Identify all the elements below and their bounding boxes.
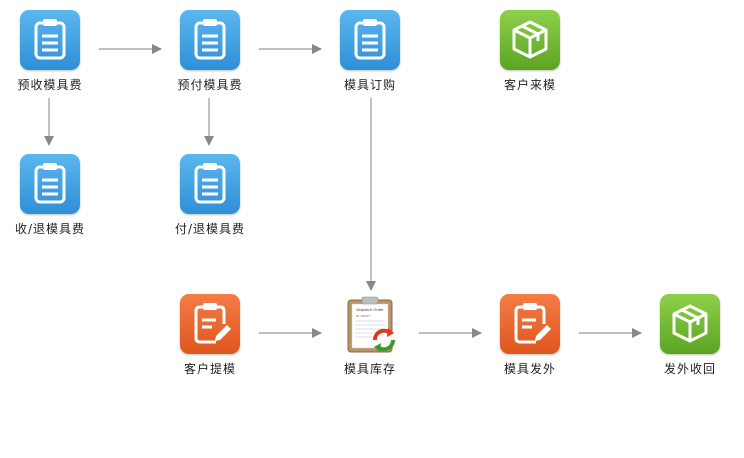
node-mold-order[interactable]: 模具订购 <box>320 10 420 100</box>
box-icon[interactable] <box>660 294 720 354</box>
node-label: 模具库存 <box>343 362 396 376</box>
node-label: 模具订购 <box>343 78 396 92</box>
dispatch-order-icon[interactable]: Dispatch Order DL-00577 <box>340 294 400 354</box>
node-label: 付/退模具费 <box>174 222 246 236</box>
doc-card-title: Dispatch Order <box>356 308 384 312</box>
node-prepay-receive[interactable]: 预收模具费 <box>0 10 100 100</box>
node-mold-stock[interactable]: Dispatch Order DL-00577 模具库存 <box>320 294 420 384</box>
node-customer-supply[interactable]: 客户来模 <box>480 10 580 100</box>
node-label: 发外收回 <box>663 362 716 376</box>
node-prepay-pay[interactable]: 预付模具费 <box>160 10 260 100</box>
clipboard-icon[interactable] <box>340 10 400 70</box>
node-customer-pickup[interactable]: 客户提模 <box>160 294 260 384</box>
node-refund-receive[interactable]: 收/退模具费 <box>0 154 100 244</box>
clipboard-icon[interactable] <box>20 154 80 214</box>
node-label: 预收模具费 <box>17 78 83 92</box>
node-label: 客户提模 <box>183 362 236 376</box>
clipboard-icon[interactable] <box>20 10 80 70</box>
clipboard-edit-icon[interactable] <box>180 294 240 354</box>
node-mold-dispatch[interactable]: 模具发外 <box>480 294 580 384</box>
clipboard-icon[interactable] <box>180 10 240 70</box>
box-icon[interactable] <box>500 10 560 70</box>
clipboard-edit-icon[interactable] <box>500 294 560 354</box>
node-label: 预付模具费 <box>177 78 243 92</box>
clipboard-icon[interactable] <box>180 154 240 214</box>
doc-card-ref: DL-00577 <box>356 314 371 318</box>
node-dispatch-return[interactable]: 发外收回 <box>640 294 740 384</box>
node-label: 收/退模具费 <box>14 222 86 236</box>
node-label: 模具发外 <box>503 362 556 376</box>
node-refund-pay[interactable]: 付/退模具费 <box>160 154 260 244</box>
node-label: 客户来模 <box>503 78 556 92</box>
